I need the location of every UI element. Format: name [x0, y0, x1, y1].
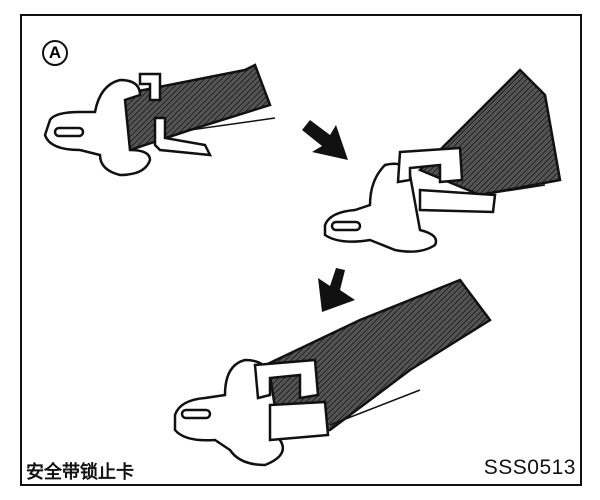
latch-slot — [330, 220, 362, 232]
locking-clip-bottom — [418, 188, 497, 214]
belt-underside — [329, 389, 421, 426]
arrow-icon — [318, 268, 355, 312]
locking-clip-top — [138, 72, 162, 102]
locking-clip-bottom — [268, 400, 330, 442]
latch-plate — [43, 78, 152, 177]
callout-label-a: A — [42, 40, 68, 66]
figure-caption: 安全带锁止卡 — [26, 462, 134, 483]
figure-code: SSS0513 — [483, 456, 576, 479]
arrow-icon — [302, 120, 348, 160]
latch-slot — [53, 126, 85, 138]
locking-clip — [396, 146, 464, 184]
locking-clip — [253, 358, 320, 400]
buckle-step-3 — [173, 278, 492, 467]
figure-frame — [20, 14, 582, 486]
belt-underside — [479, 184, 546, 196]
buckle-step-1 — [43, 63, 276, 177]
buckle-step-2 — [323, 68, 562, 253]
latch-slot — [180, 408, 212, 420]
belt-underside — [189, 117, 276, 131]
locking-clip-bottom — [153, 116, 213, 157]
